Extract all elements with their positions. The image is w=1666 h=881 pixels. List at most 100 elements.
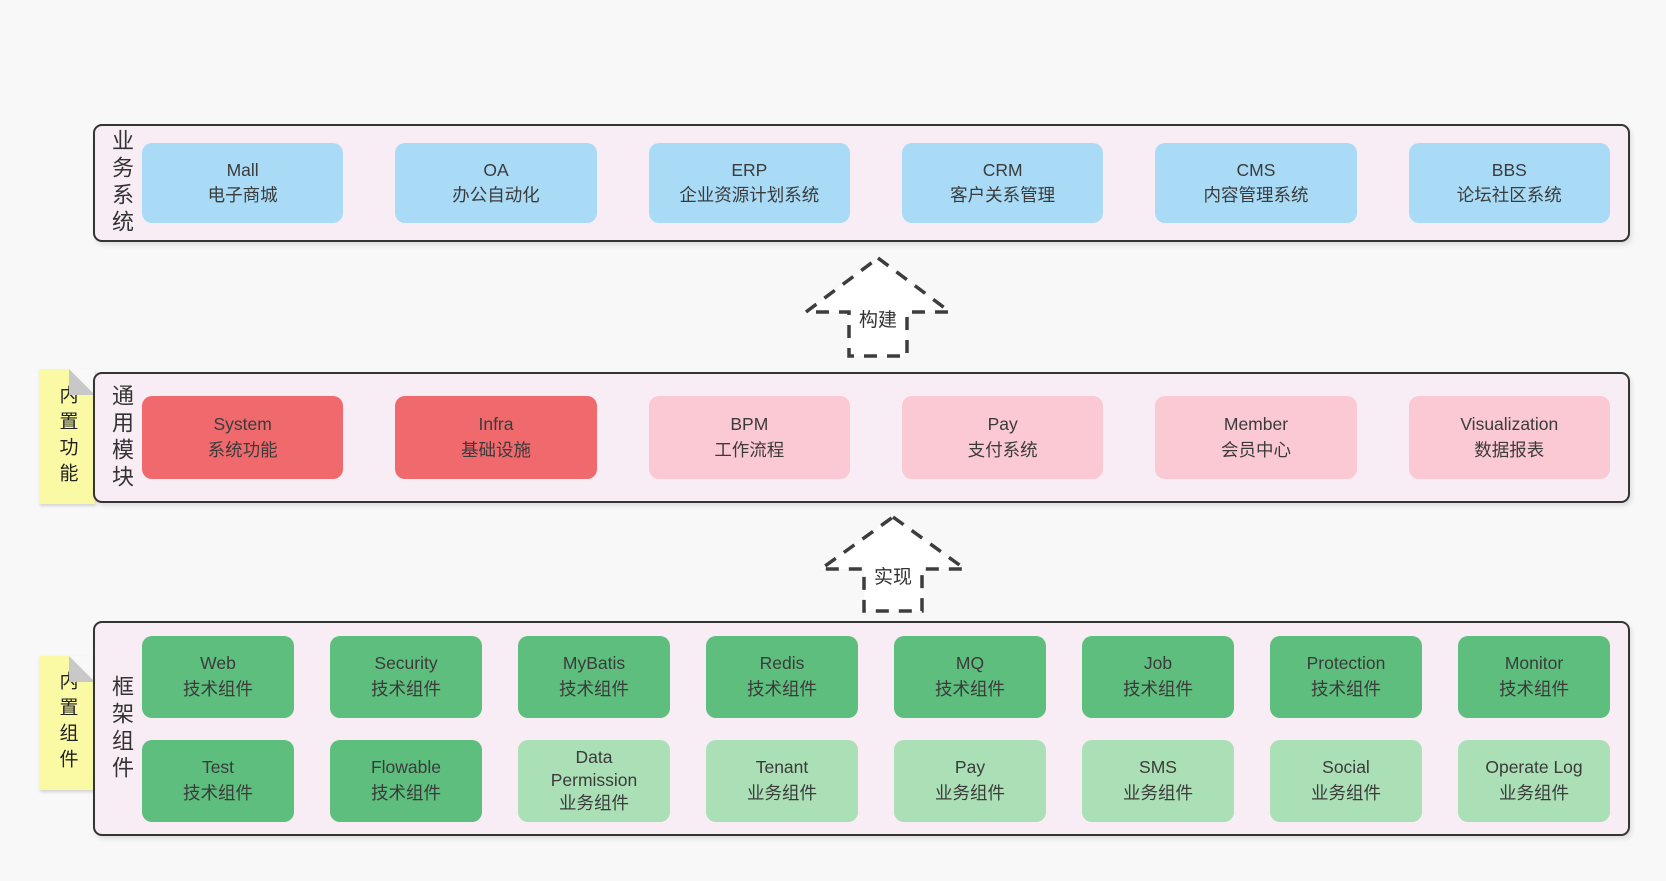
box-desc: 技术组件 <box>183 678 253 699</box>
box-crm: CRM 客户关系管理 <box>901 143 1104 223</box>
box-name: Web <box>200 653 236 674</box>
box-test: Test 技术组件 <box>142 739 294 822</box>
band-label: 通用模块 <box>109 383 134 492</box>
box-name: CRM <box>982 159 1023 180</box>
box-flowable: Flowable 技术组件 <box>330 739 482 822</box>
box-name: Visualization <box>1460 414 1559 435</box>
box-name: Infra <box>478 414 514 435</box>
box-desc: 电子商城 <box>207 185 278 205</box>
box-operate-log: Operate Log 业务组件 <box>1458 739 1610 822</box>
box-security: Security 技术组件 <box>330 635 482 718</box>
box-name: Data Permission <box>550 747 638 791</box>
box-desc: 办公自动化 <box>452 185 540 205</box>
box-protection: Protection 技术组件 <box>1270 635 1422 718</box>
arrow-implement: 实现 <box>815 514 971 614</box>
box-name: CMS <box>1236 159 1276 180</box>
box-name: MyBatis <box>562 653 626 674</box>
box-name: Social <box>1322 757 1370 778</box>
box-desc: 技术组件 <box>371 782 441 803</box>
box-member: Member 会员中心 <box>1155 396 1357 479</box>
box-infra: Infra 基础设施 <box>395 396 597 479</box>
business-boxes: Mall 电子商城 OA 办公自动化 ERP 企业资源计划系统 CRM 客户关系… <box>142 143 1628 223</box>
dashed-up-arrow-icon <box>800 255 956 358</box>
sticky-note-builtin-components: 内置组件 <box>39 656 95 790</box>
box-desc: 技术组件 <box>371 678 441 699</box>
box-desc: 技术组件 <box>559 678 629 699</box>
box-desc: 业务组件 <box>747 782 817 803</box>
sticky-note-label: 内置功能 <box>56 384 78 489</box>
component-row-2: Test 技术组件 Flowable 技术组件 Data Permission … <box>142 739 1628 822</box>
box-pay-component: Pay 业务组件 <box>894 739 1046 822</box>
box-name: Operate Log <box>1485 757 1583 778</box>
box-desc: 企业资源计划系统 <box>679 185 820 205</box>
box-monitor: Monitor 技术组件 <box>1458 635 1610 718</box>
box-oa: OA 办公自动化 <box>395 143 597 223</box>
box-desc: 支付系统 <box>967 439 1038 460</box>
dashed-up-arrow-icon <box>815 514 971 613</box>
component-row-1: Web 技术组件 Security 技术组件 MyBatis 技术组件 Redi… <box>142 635 1628 718</box>
box-name: Mall <box>226 159 259 180</box>
box-bbs: BBS 论坛社区系统 <box>1408 143 1610 223</box>
module-boxes: System 系统功能 Infra 基础设施 BPM 工作流程 Pay 支付系统… <box>142 396 1628 479</box>
box-name: Protection <box>1306 653 1386 674</box>
box-social: Social 业务组件 <box>1270 739 1422 822</box>
box-redis: Redis 技术组件 <box>706 635 858 718</box>
box-visualization: Visualization 数据报表 <box>1408 396 1610 479</box>
box-desc: 论坛社区系统 <box>1456 185 1562 205</box>
sticky-note-builtin-features: 内置功能 <box>39 369 95 504</box>
box-name: BBS <box>1491 159 1527 180</box>
box-name: Pay <box>987 414 1018 435</box>
box-desc: 技术组件 <box>1499 678 1569 699</box>
box-tenant: Tenant 业务组件 <box>706 739 858 822</box>
box-desc: 技术组件 <box>1311 678 1381 699</box>
box-desc: 业务组件 <box>1499 782 1569 803</box>
box-desc: 内容管理系统 <box>1203 185 1309 205</box>
box-data-permission: Data Permission 业务组件 <box>518 739 670 822</box>
box-name: Member <box>1223 414 1289 435</box>
box-desc: 系统功能 <box>207 439 278 460</box>
box-name: MQ <box>955 653 985 674</box>
sticky-note-label: 内置组件 <box>56 671 78 775</box>
box-system: System 系统功能 <box>142 396 344 479</box>
box-desc: 业务组件 <box>559 792 629 813</box>
box-name: Pay <box>954 757 986 778</box>
component-rows: Web 技术组件 Security 技术组件 MyBatis 技术组件 Redi… <box>142 635 1628 822</box>
band-label: 框架组件 <box>109 674 134 783</box>
box-name: Monitor <box>1504 653 1564 674</box>
box-name: ERP <box>731 159 768 180</box>
box-desc: 客户关系管理 <box>950 185 1056 205</box>
box-bpm: BPM 工作流程 <box>648 396 850 479</box>
box-name: Job <box>1143 653 1173 674</box>
box-name: BPM <box>730 414 769 435</box>
band-common-modules: 通用模块 System 系统功能 Infra 基础设施 BPM 工作流程 Pay… <box>93 372 1630 503</box>
box-desc: 业务组件 <box>1311 782 1381 803</box>
box-desc: 业务组件 <box>1123 782 1193 803</box>
box-job: Job 技术组件 <box>1082 635 1234 718</box>
arrow-label: 实现 <box>870 567 916 590</box>
band-label: 业务系统 <box>109 129 134 237</box>
arrow-build: 构建 <box>800 255 956 359</box>
box-desc: 业务组件 <box>935 782 1005 803</box>
box-name: Redis <box>759 653 805 674</box>
box-desc: 技术组件 <box>747 678 817 699</box>
box-cms: CMS 内容管理系统 <box>1155 143 1357 223</box>
box-desc: 基础设施 <box>460 439 531 460</box>
box-name: OA <box>483 159 509 180</box>
box-desc: 数据报表 <box>1474 439 1545 460</box>
box-desc: 技术组件 <box>1123 678 1193 699</box>
box-name: Tenant <box>755 757 809 778</box>
band-framework-components: 框架组件 Web 技术组件 Security 技术组件 MyBatis 技术组件… <box>93 621 1630 836</box>
box-name: System <box>213 414 272 435</box>
box-sms: SMS 业务组件 <box>1082 739 1234 822</box>
box-desc: 会员中心 <box>1220 439 1291 460</box>
band-business-systems: 业务系统 Mall 电子商城 OA 办公自动化 ERP 企业资源计划系统 CRM… <box>93 124 1630 242</box>
box-desc: 工作流程 <box>714 439 785 460</box>
box-mq: MQ 技术组件 <box>894 635 1046 718</box>
box-desc: 技术组件 <box>935 678 1005 699</box>
box-mall: Mall 电子商城 <box>142 143 344 223</box>
box-web: Web 技术组件 <box>142 635 294 718</box>
box-desc: 技术组件 <box>183 782 253 803</box>
box-name: Test <box>201 757 235 778</box>
box-mybatis: MyBatis 技术组件 <box>518 635 670 718</box>
